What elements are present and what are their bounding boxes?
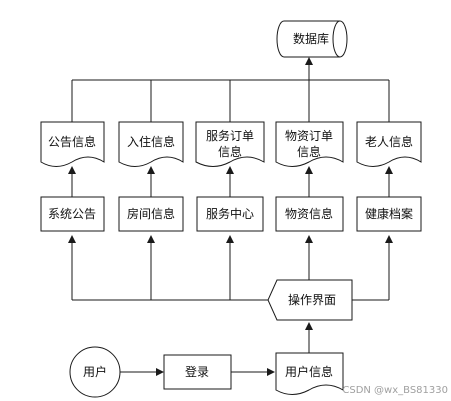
doc-elder-label: 老人信息 — [365, 134, 413, 149]
doc-checkin-label: 入住信息 — [127, 134, 175, 149]
doc-service-order-line1: 服务订单 — [206, 128, 254, 143]
doc-material-order-line1: 物资订单 — [285, 129, 333, 143]
database-label: 数据库 — [293, 31, 329, 46]
module-material-info-label: 物资信息 — [285, 206, 333, 221]
operation-interface-label: 操作界面 — [288, 292, 336, 307]
module-service-center-label: 服务中心 — [206, 206, 254, 221]
operation-to-modules-connector — [68, 235, 393, 301]
login-to-userinfo-arrow — [231, 368, 275, 376]
operation-interface-node: 操作界面 — [267, 279, 353, 321]
user-info-label: 用户信息 — [285, 364, 333, 379]
watermark-text: CSDN @wx_BS81330 — [342, 385, 448, 396]
module-room-info: 房间信息 — [118, 196, 184, 232]
user-node: 用户 — [69, 346, 121, 398]
doc-material-order-info: 物资订单 信息 — [275, 121, 344, 167]
user-info-node: 用户信息 — [275, 352, 344, 395]
user-to-login-arrow — [120, 368, 164, 376]
docs-to-database-connector — [71, 57, 390, 122]
doc-material-order-line2: 信息 — [297, 144, 321, 159]
login-label: 登录 — [185, 364, 209, 379]
doc-elder-info: 老人信息 — [356, 121, 422, 167]
doc-announce-info: 公告信息 — [40, 121, 105, 167]
doc-service-order-line2: 信息 — [218, 144, 242, 159]
doc-service-order-info: 服务订单 信息 — [195, 121, 265, 167]
modules-to-docs-arrows — [68, 166, 393, 197]
module-room-info-label: 房间信息 — [127, 206, 175, 221]
module-health-records: 健康档案 — [356, 196, 422, 232]
module-service-center: 服务中心 — [196, 196, 264, 232]
module-material-info: 物资信息 — [275, 196, 344, 232]
doc-announce-label: 公告信息 — [48, 134, 96, 149]
user-label: 用户 — [83, 364, 107, 379]
module-system-announce-label: 系统公告 — [48, 207, 96, 221]
module-system-announce: 系统公告 — [40, 196, 105, 232]
userinfo-to-operation-arrow — [305, 322, 313, 353]
doc-checkin-info: 入住信息 — [118, 121, 184, 167]
module-health-records-label: 健康档案 — [365, 206, 413, 221]
database-node: 数据库 — [276, 20, 348, 58]
login-node: 登录 — [163, 354, 232, 390]
